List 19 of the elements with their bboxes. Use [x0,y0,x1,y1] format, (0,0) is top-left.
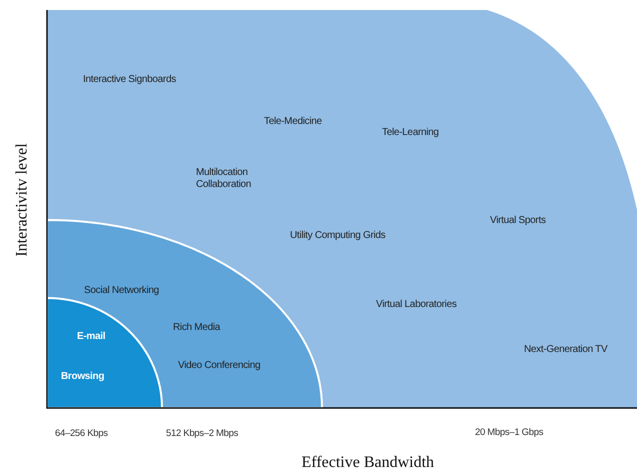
axis-title: Effective Bandwidth [302,454,434,472]
application-label: Interactive Signboards [83,74,176,86]
application-label: Rich Media [173,322,220,334]
zone-label: E-mail [77,331,106,343]
application-label: Video Conferencing [178,360,260,372]
application-label: Virtual Sports [490,215,546,227]
tick-label: 512 Kbps–2 Mbps [166,428,238,439]
application-label: Utility Computing Grids [290,230,386,242]
application-label: Tele-Learning [382,127,439,139]
tick-label: 64–256 Kbps [55,428,108,439]
application-label: Virtual Laboratories [376,299,457,311]
axis-title: Interactivitv level [13,143,32,257]
tick-label: 20 Mbps–1 Gbps [475,427,544,438]
application-label: Tele-Medicine [264,116,322,128]
bandwidth-zone [47,298,162,408]
zone-label: Browsing [61,371,104,383]
application-label: Multilocation Collaboration [196,167,252,191]
application-label: Next-Generation TV [524,344,608,356]
application-label: Social Networking [84,285,159,297]
